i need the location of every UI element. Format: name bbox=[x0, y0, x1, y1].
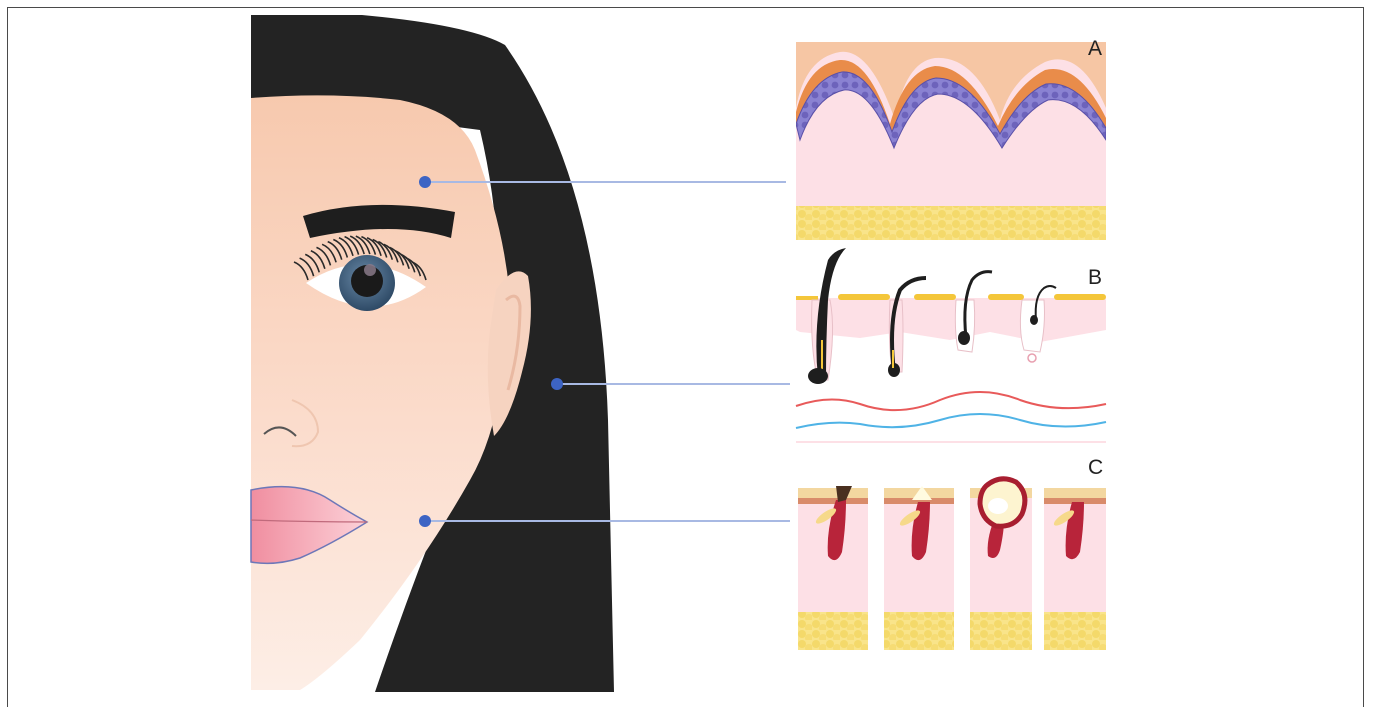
panel-a-fat bbox=[796, 206, 1106, 240]
panel-c-column-4 bbox=[1044, 488, 1106, 650]
panel-c-column-1 bbox=[798, 486, 868, 650]
panel-c-label: C bbox=[1088, 456, 1103, 479]
face-illustration bbox=[251, 15, 614, 692]
panel-c: C bbox=[790, 456, 1118, 656]
panel-b-label: B bbox=[1088, 266, 1102, 289]
marker-chin bbox=[419, 515, 431, 527]
panel-b: B bbox=[790, 248, 1114, 452]
panel-a-label: A bbox=[1088, 37, 1102, 60]
marker-forehead bbox=[419, 176, 431, 188]
pupil-highlight bbox=[364, 264, 376, 276]
panel-a: A bbox=[786, 37, 1118, 244]
panel-c-column-2 bbox=[884, 486, 954, 650]
panel-b-surface bbox=[796, 294, 1106, 300]
panel-c-column-3 bbox=[970, 479, 1032, 650]
panel-b-dermis bbox=[796, 298, 1106, 342]
marker-cheek bbox=[551, 378, 563, 390]
